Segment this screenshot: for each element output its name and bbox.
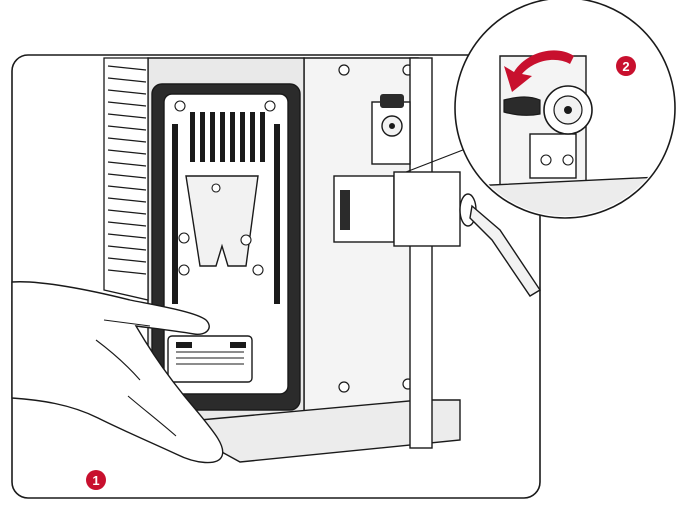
plate-screw xyxy=(240,234,252,246)
mounting-rod xyxy=(409,57,433,449)
zoom-knob[interactable] xyxy=(503,85,593,135)
clamp-lever[interactable] xyxy=(469,204,541,297)
rotate-arrow-icon xyxy=(504,50,574,92)
step-marker-1-label: 1 xyxy=(92,473,99,488)
battery-release-latch[interactable] xyxy=(167,335,253,383)
step-marker-2-label: 2 xyxy=(622,59,629,74)
plate-vents xyxy=(172,112,280,304)
plate-screw xyxy=(178,232,190,244)
step-marker-1-circle xyxy=(86,470,106,490)
step-marker-2-circle xyxy=(616,56,636,76)
housing-screw xyxy=(338,64,350,76)
housing-screw xyxy=(338,381,350,393)
plate-screw xyxy=(252,264,264,276)
callout-line xyxy=(405,147,469,173)
rod-clamp xyxy=(333,171,541,297)
plate-screw xyxy=(264,100,276,112)
v-mount-plate xyxy=(151,83,301,411)
hand-icon xyxy=(11,281,224,464)
housing-knob[interactable] xyxy=(371,94,411,165)
v-lock-slot xyxy=(185,175,259,267)
cooling-fins xyxy=(103,57,149,301)
step-marker-2: 2 xyxy=(616,56,636,76)
plate-screw xyxy=(174,100,186,112)
step-marker-1: 1 xyxy=(86,470,106,490)
plate-screw xyxy=(178,264,190,276)
